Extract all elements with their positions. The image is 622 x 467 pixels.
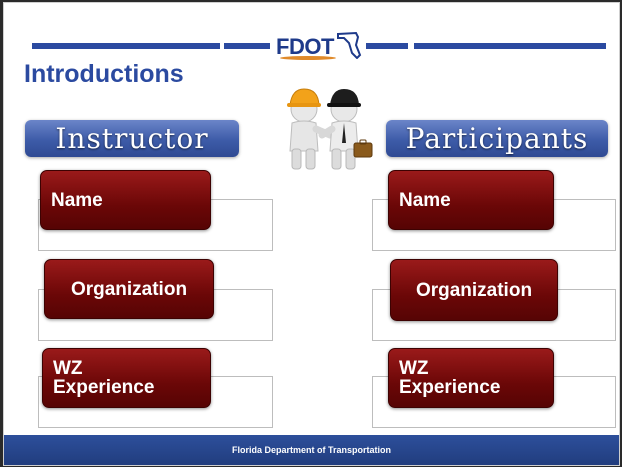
- header-rule-right: [414, 43, 606, 49]
- florida-map-icon: [337, 31, 362, 59]
- participants-name-pill: Name: [388, 170, 554, 230]
- instructor-organization-pill: Organization: [44, 259, 214, 319]
- participants-experience-pill: WZ Experience: [388, 348, 554, 408]
- instructor-header: Instructor: [25, 120, 239, 157]
- participants-organization-pill: Organization: [390, 259, 558, 321]
- header-rule-mid-right: [366, 43, 408, 49]
- handshake-workers-icon: [287, 88, 373, 170]
- header-rule-left: [32, 43, 220, 49]
- instructor-experience-pill: WZ Experience: [42, 348, 211, 408]
- fdot-logo-text: FDOT: [276, 34, 334, 59]
- slide: FDOT Introductions Instructor Name Organ…: [3, 2, 620, 466]
- fdot-logo: FDOT: [276, 31, 362, 61]
- header-rule-mid: [224, 43, 270, 49]
- logo-swoosh: [280, 56, 336, 60]
- participants-header: Participants: [386, 120, 608, 157]
- instructor-name-pill: Name: [40, 170, 211, 230]
- footer: Florida Department of Transportation: [4, 435, 619, 465]
- page-title: Introductions: [24, 60, 184, 88]
